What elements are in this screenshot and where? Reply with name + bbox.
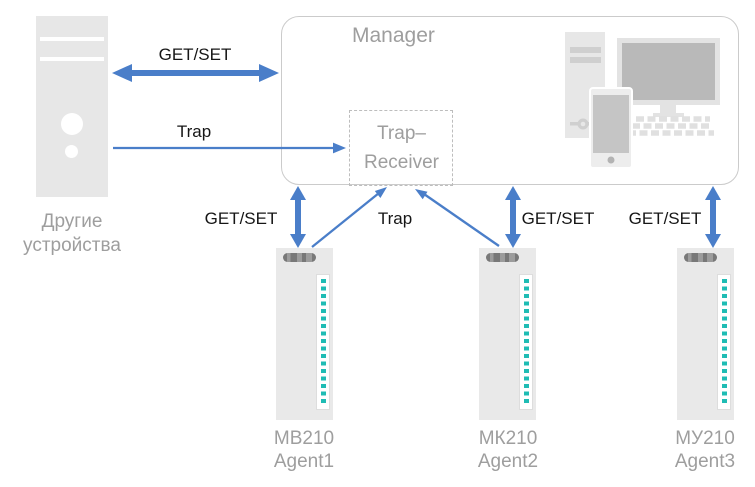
server-icon bbox=[36, 16, 108, 197]
smartphone-icon bbox=[589, 87, 633, 169]
trap-mid-label: Trap bbox=[377, 209, 413, 228]
led-strip bbox=[316, 274, 330, 410]
device3-agent-label: Agent3 bbox=[674, 451, 736, 472]
server-led-icon bbox=[65, 145, 78, 158]
trap-top-label: Trap bbox=[176, 122, 212, 141]
trap-receiver-label-line2: Receiver bbox=[364, 152, 439, 173]
device2-label: МК210 Agent2 bbox=[448, 427, 568, 473]
trap-top-arrow bbox=[113, 142, 346, 154]
monitor-icon bbox=[617, 38, 720, 117]
device-module-agent2 bbox=[479, 248, 536, 420]
getset-agent3-arrow bbox=[705, 186, 721, 248]
device3-label: МУ210 Agent3 bbox=[645, 427, 755, 473]
vendor-logo-icon bbox=[283, 253, 316, 262]
device-module-agent3 bbox=[677, 248, 734, 420]
getset-agent2-label: GET/SET bbox=[521, 209, 595, 228]
trap-receiver-label: Trap– Receiver bbox=[349, 119, 454, 177]
device-module-agent1 bbox=[276, 248, 333, 420]
trap-agent1-arrow bbox=[311, 187, 387, 248]
getset-agent1-label: GET/SET bbox=[204, 209, 278, 228]
device1-model-label: МВ210 bbox=[273, 428, 335, 449]
trap-receiver-box bbox=[349, 110, 453, 186]
led-strip bbox=[717, 274, 731, 410]
getset-top-arrow bbox=[112, 64, 279, 82]
other-devices-label: Другие устройства bbox=[0, 210, 148, 257]
device3-model-label: МУ210 bbox=[675, 428, 735, 449]
led-strip bbox=[519, 274, 533, 410]
keyboard-icon bbox=[628, 116, 714, 136]
trap-receiver-label-line1: Trap– bbox=[377, 123, 426, 144]
vendor-logo-icon bbox=[486, 253, 519, 262]
led-dashes bbox=[721, 279, 727, 403]
getset-agent3-label: GET/SET bbox=[628, 209, 702, 228]
device2-agent-label: Agent2 bbox=[477, 451, 539, 472]
server-vent-line-1 bbox=[40, 37, 104, 41]
workstation-icon bbox=[565, 32, 720, 169]
server-power-button-icon bbox=[61, 113, 83, 135]
getset-agent2-arrow bbox=[505, 186, 521, 248]
led-dashes bbox=[523, 279, 529, 403]
manager-title: Manager bbox=[352, 24, 435, 47]
getset-agent1-arrow bbox=[290, 186, 306, 248]
device1-label: МВ210 Agent1 bbox=[244, 427, 364, 473]
led-dashes bbox=[320, 279, 326, 403]
device2-model-label: МК210 bbox=[478, 428, 538, 449]
other-devices-label-line2: устройства bbox=[23, 234, 121, 256]
device1-agent-label: Agent1 bbox=[273, 451, 335, 472]
vendor-logo-icon bbox=[684, 253, 717, 262]
trap-agent2-arrow bbox=[415, 189, 500, 247]
server-vent-line-2 bbox=[40, 57, 104, 61]
other-devices-label-line1: Другие bbox=[41, 211, 103, 232]
getset-top-label: GET/SET bbox=[158, 45, 232, 64]
